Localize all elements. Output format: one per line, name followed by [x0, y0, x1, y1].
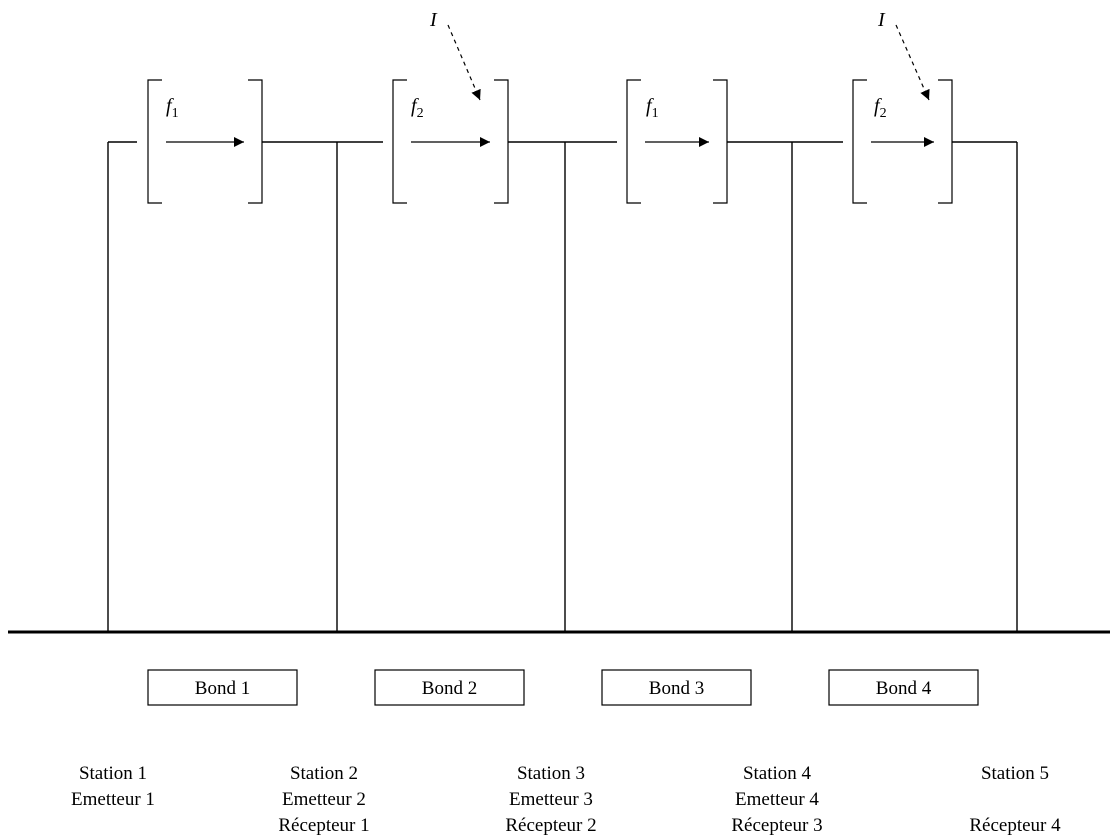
station-emitter: Emetteur 1 [71, 789, 155, 810]
radio-link-2: f2 I [392, 9, 509, 204]
station-receiver: Récepteur 3 [731, 815, 822, 836]
station-label-4: Station 4 Emetteur 4 Récepteur 3 [731, 763, 822, 836]
radio-link-3: f1 [626, 79, 728, 204]
bracket-right [248, 79, 263, 204]
bracket-right [938, 79, 953, 204]
station-label-1: Station 1 Emetteur 1 [71, 763, 155, 810]
station-labels: Station 1 Emetteur 1 Station 2 Emetteur … [71, 763, 1061, 836]
bond-label: Bond 4 [876, 678, 932, 699]
station-receiver: Récepteur 4 [969, 815, 1061, 836]
station-label-5: Station 5 Récepteur 4 [969, 763, 1061, 836]
station-emitter: Emetteur 4 [735, 789, 819, 810]
station-name: Station 5 [981, 763, 1049, 784]
frequency-label: f1 [166, 95, 179, 121]
radio-link-1: f1 [147, 79, 263, 204]
bond-label: Bond 1 [195, 678, 250, 699]
interference-arrow [447, 24, 481, 101]
bond-box-3: Bond 3 [601, 669, 752, 706]
station-emitter: Emetteur 2 [282, 789, 366, 810]
station-name: Station 1 [79, 763, 147, 784]
frequency-label: f2 [411, 95, 424, 121]
bond-label: Bond 3 [649, 678, 704, 699]
bond-box-1: Bond 1 [147, 669, 298, 706]
frequency-label: f2 [874, 95, 887, 121]
station-emitter: Emetteur 3 [509, 789, 593, 810]
station-name: Station 2 [290, 763, 358, 784]
bracket-left [147, 79, 162, 204]
interference-label: I [877, 9, 886, 31]
bracket-right [713, 79, 728, 204]
bracket-left [852, 79, 867, 204]
station-label-2: Station 2 Emetteur 2 Récepteur 1 [278, 763, 369, 836]
bond-boxes: Bond 1 Bond 2 Bond 3 Bond 4 [147, 669, 979, 706]
station-receiver: Récepteur 1 [278, 815, 369, 836]
station-name: Station 4 [743, 763, 812, 784]
bond-box-4: Bond 4 [828, 669, 979, 706]
station-label-3: Station 3 Emetteur 3 Récepteur 2 [505, 763, 596, 836]
bracket-left [626, 79, 641, 204]
station-masts [107, 142, 1018, 632]
bond-box-2: Bond 2 [374, 669, 525, 706]
bracket-left [392, 79, 407, 204]
interference-label: I [429, 9, 438, 31]
bracket-right [494, 79, 509, 204]
station-name: Station 3 [517, 763, 585, 784]
bond-label: Bond 2 [422, 678, 477, 699]
frequency-label: f1 [646, 95, 659, 121]
radio-link-4: f2 I [852, 9, 953, 204]
interference-arrow [895, 24, 930, 101]
station-receiver: Récepteur 2 [505, 815, 596, 836]
